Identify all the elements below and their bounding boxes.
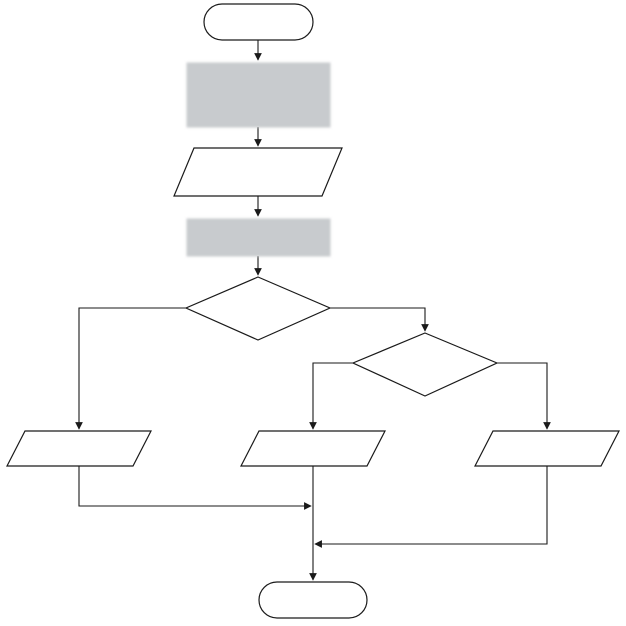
connectors xyxy=(75,40,551,581)
decision-1-node xyxy=(184,276,332,341)
output-middle-node xyxy=(240,430,386,467)
output-left-shape xyxy=(6,430,152,467)
end-terminator-shape xyxy=(258,581,368,619)
output-right-shape xyxy=(474,430,620,467)
start-terminator-shape xyxy=(203,3,314,41)
decision-2-node xyxy=(351,332,499,397)
edge-decision-1-to-output-left xyxy=(75,307,186,430)
end-node xyxy=(258,581,368,619)
edge-decision-2-to-output-right xyxy=(497,362,551,430)
process-2-node xyxy=(186,218,331,257)
output-left-node xyxy=(6,430,152,467)
output-right-node xyxy=(474,430,620,467)
edge-output-left-to-merge xyxy=(78,466,312,510)
edge-decision-2-to-output-middle xyxy=(309,362,353,430)
edge-decision-1-to-decision-2 xyxy=(330,307,429,332)
process-2-shape xyxy=(186,218,331,257)
edge-output-right-to-merge xyxy=(314,466,548,548)
process-1-node xyxy=(186,62,331,128)
decision-2-shape xyxy=(351,332,499,397)
decision-1-shape xyxy=(184,276,332,341)
output-middle-shape xyxy=(240,430,386,467)
start-node xyxy=(203,3,314,41)
input-1-node xyxy=(173,147,343,197)
process-1-shape xyxy=(186,62,331,128)
input-1-shape xyxy=(173,147,343,197)
